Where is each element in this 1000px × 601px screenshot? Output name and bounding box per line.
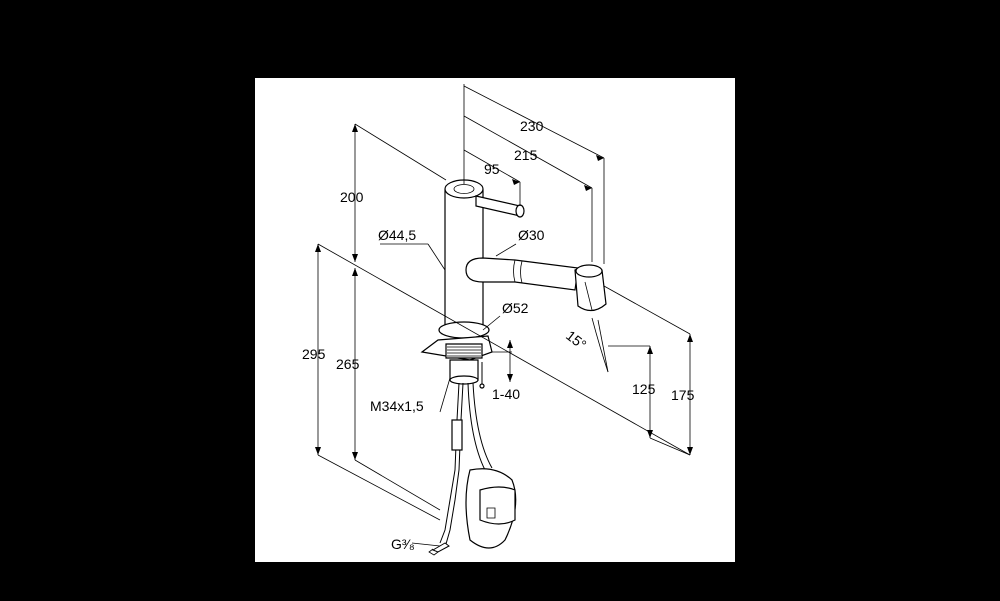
dim-reach-total: 230 <box>520 118 544 134</box>
dim-total-height: 295 <box>302 346 326 362</box>
spout <box>465 257 607 312</box>
dim-base-diameter: Ø52 <box>502 300 529 316</box>
dim-deck-thickness: 1-40 <box>492 386 520 402</box>
dim-spout-diameter: Ø30 <box>518 227 545 243</box>
supply-hoses <box>428 382 517 556</box>
dim-body-height: 200 <box>340 189 364 205</box>
dim-reach-spout: 215 <box>514 147 538 163</box>
dim-handle-reach: 95 <box>484 161 500 177</box>
dim-body-diameter: Ø44,5 <box>378 227 416 243</box>
dimension-lines <box>317 84 691 547</box>
base-assembly <box>420 321 493 389</box>
dim-thread: M34x1,5 <box>370 398 424 414</box>
dim-spout-height: 175 <box>671 387 695 403</box>
dim-height-to-deck: 265 <box>336 356 360 372</box>
dim-spout-clearance: 125 <box>632 381 656 397</box>
arrowheads <box>315 124 693 460</box>
dim-connection: G³⁄₈ <box>391 536 415 552</box>
